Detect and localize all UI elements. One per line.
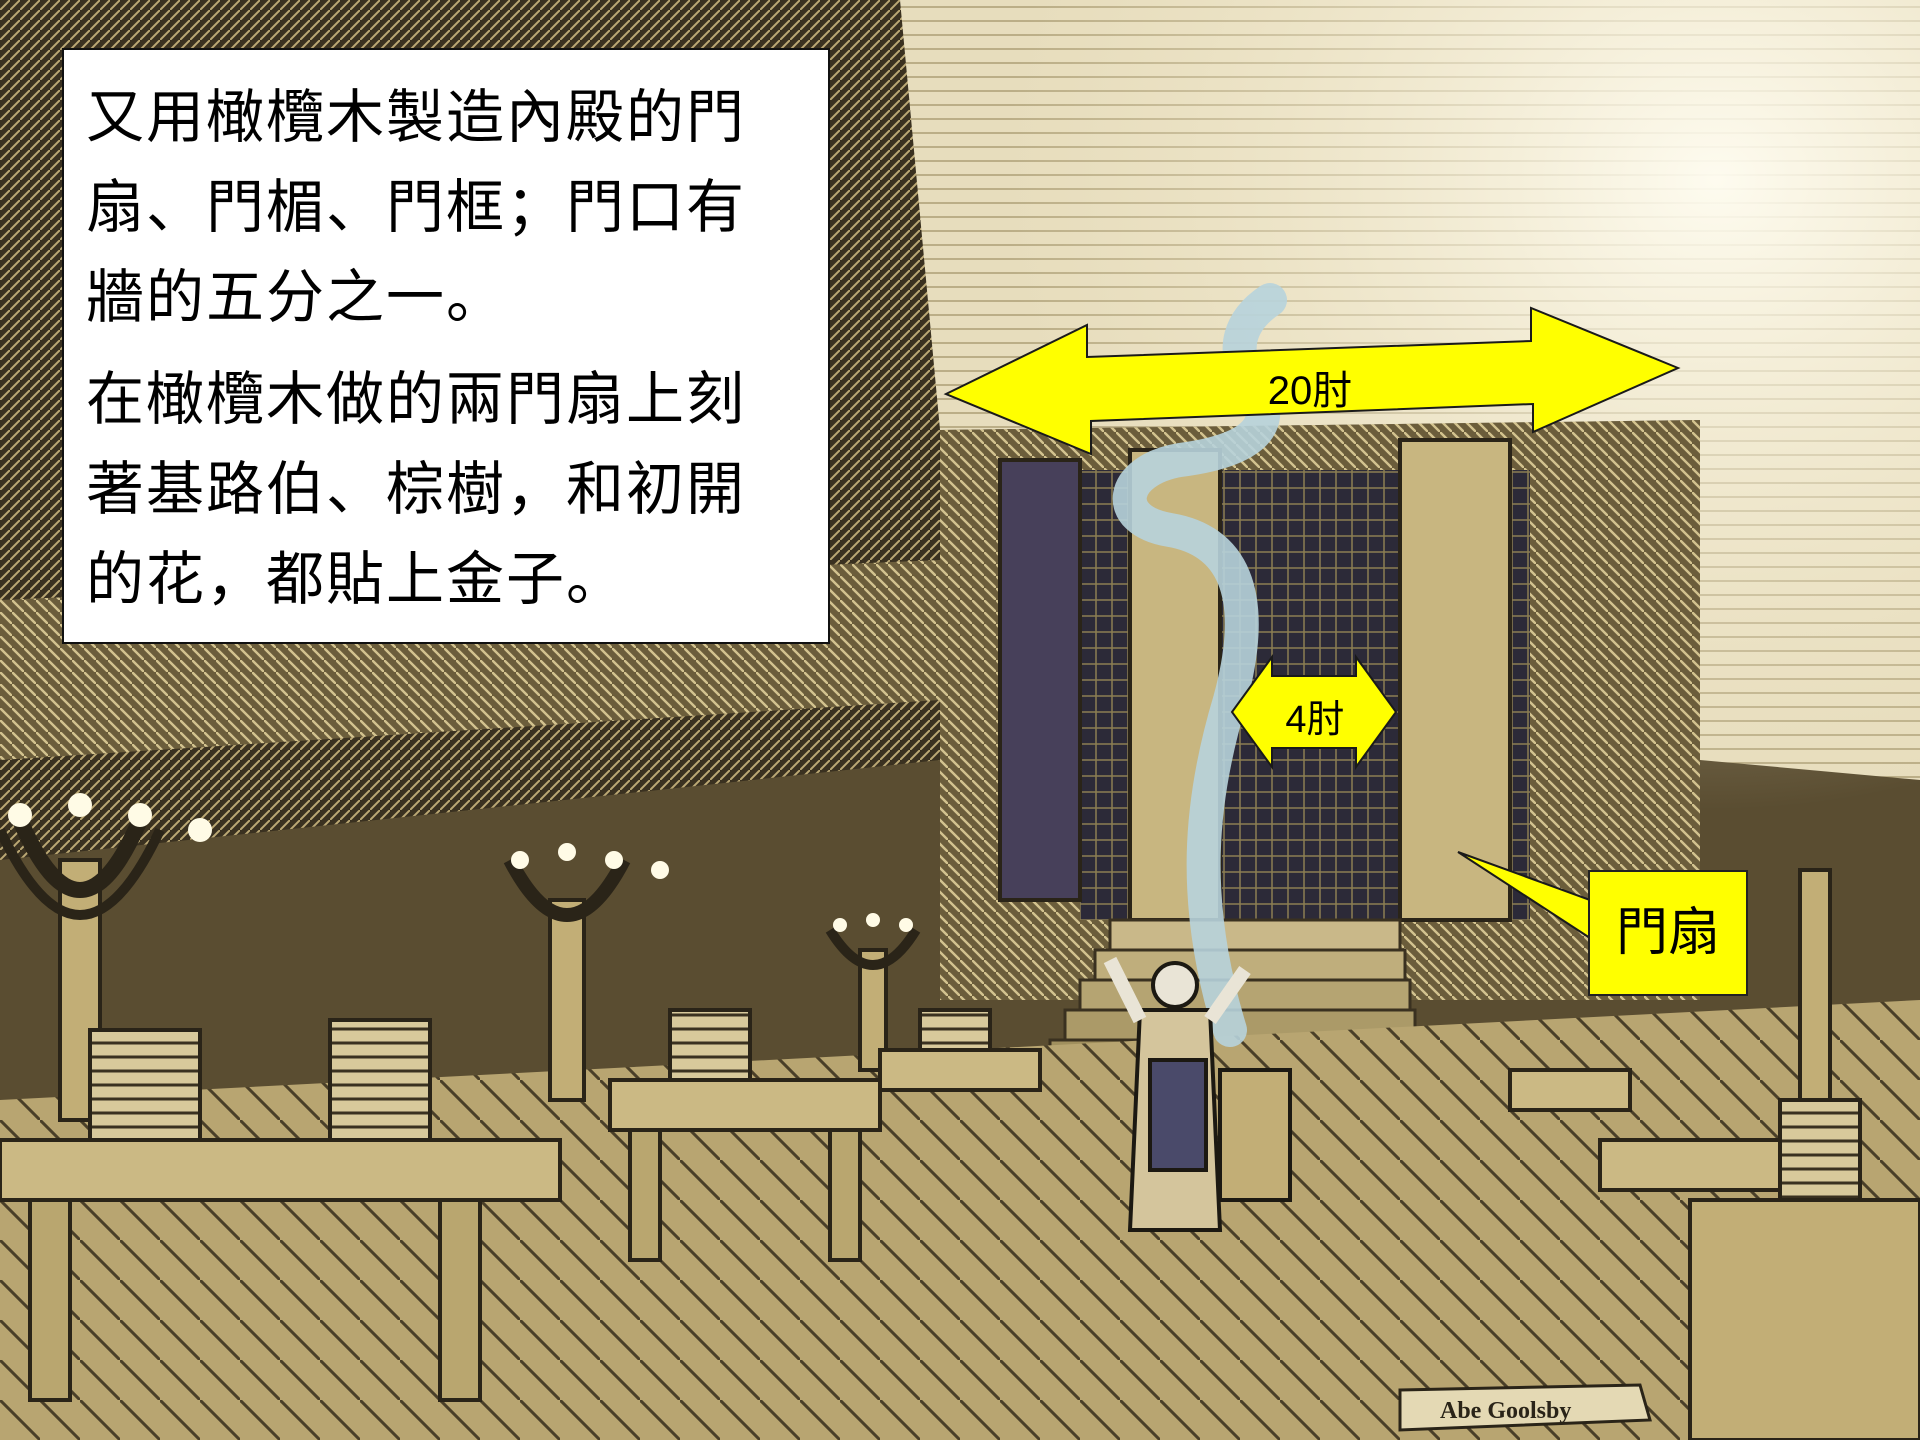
door-post-left	[998, 458, 1082, 902]
door-leaf-right	[1398, 438, 1512, 922]
lamp-flames	[8, 793, 913, 932]
priest-figure	[1103, 956, 1251, 1232]
scripture-paragraph-2: 在橄欖木做的兩門扇上刻 著基路伯、棕樹，和初開 的花，都貼上金子。	[86, 365, 747, 613]
door-leaf-callout: 門扇	[1588, 870, 1748, 996]
scripture-text-panel: 又用橄欖木製造內殿的門 扇、門楣、門框；門口有 牆的五分之一。 在橄欖木做的兩門…	[62, 48, 830, 644]
width-arrow	[943, 306, 1681, 456]
incense-altar	[1218, 1068, 1292, 1202]
width-arrow-label: 20肘	[1267, 369, 1353, 413]
showbread-tables-right	[1508, 868, 1920, 1440]
showbread-tables-left	[0, 1008, 1042, 1402]
door-width-arrow-label: 4肘	[1285, 699, 1345, 741]
door-width-arrow	[1230, 653, 1398, 771]
artist-signature-banner	[1398, 1383, 1652, 1432]
scripture-paragraph-1: 又用橄欖木製造內殿的門 扇、門楣、門框；門口有 牆的五分之一。	[86, 83, 747, 331]
